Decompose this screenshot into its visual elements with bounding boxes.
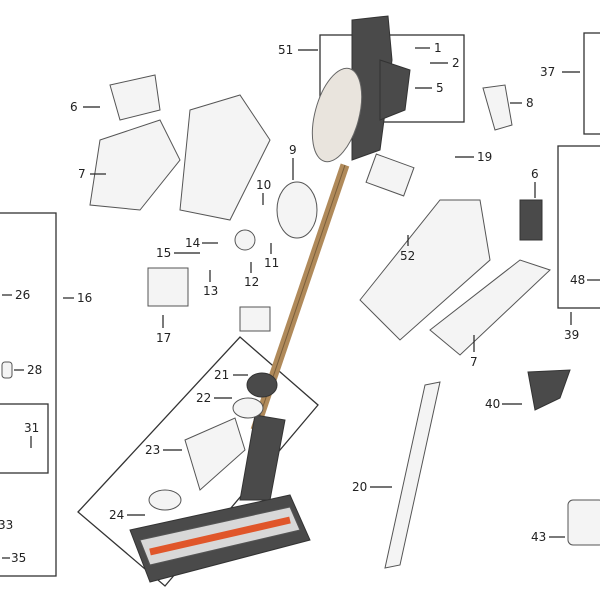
housing-lower: [429, 259, 551, 356]
callout-40: 40: [485, 397, 500, 411]
callout-52: 52: [400, 249, 415, 263]
group-box-39: [557, 145, 600, 309]
callout-51: 51: [278, 43, 293, 57]
callout-37: 37: [540, 65, 555, 79]
brush-roll: [149, 516, 291, 556]
callout-26: 26: [15, 288, 30, 302]
callout-6-left: 6: [70, 100, 78, 114]
callout-6-right: 6: [531, 167, 539, 181]
callout-48: 48: [570, 273, 585, 287]
part-22: [232, 397, 264, 419]
leader-lines: [2, 47, 600, 559]
wand-20: [384, 381, 441, 569]
crevice-tool-40: [527, 369, 571, 411]
callout-19: 19: [477, 150, 492, 164]
group-box-51: [319, 34, 465, 123]
callout-8: 8: [526, 96, 534, 110]
callout-7-left: 7: [78, 167, 86, 181]
cover-6-left: [109, 74, 161, 121]
callout-10: 10: [256, 178, 271, 192]
callout-9: 9: [289, 143, 297, 157]
grille: [239, 306, 271, 332]
callout-2: 2: [452, 56, 460, 70]
callout-13: 13: [203, 284, 218, 298]
callout-1: 1: [434, 41, 442, 55]
callout-17: 17: [156, 331, 171, 345]
part-28: [1, 361, 13, 379]
callout-23: 23: [145, 443, 160, 457]
callout-31: 31: [24, 421, 39, 435]
housing-center: [179, 94, 271, 221]
callout-28: 28: [27, 363, 42, 377]
callout-20: 20: [352, 480, 367, 494]
callout-11: 11: [264, 256, 279, 270]
group-box-31: [0, 403, 49, 474]
part-24: [148, 489, 182, 511]
callout-21: 21: [214, 368, 229, 382]
callout-12: 12: [244, 275, 259, 289]
callout-33: 33: [0, 518, 13, 532]
callout-5: 5: [436, 81, 444, 95]
callout-24: 24: [109, 508, 124, 522]
neck-joint: [239, 414, 286, 501]
part-21: [246, 372, 278, 398]
motor-9: [276, 181, 318, 239]
part-23: [184, 417, 246, 491]
housing-7-right: [359, 199, 491, 341]
callout-43: 43: [531, 530, 546, 544]
callout-16: 16: [77, 291, 92, 305]
callout-35: 35: [11, 551, 26, 565]
group-box-brush-head: [77, 336, 319, 587]
callout-39: 39: [564, 328, 579, 342]
group-box-16: [0, 212, 57, 577]
fan-12: [234, 229, 256, 251]
main-handle-unit: [311, 15, 411, 163]
charger-43: [567, 499, 600, 546]
part-8: [482, 84, 513, 131]
filter-17: [147, 267, 189, 307]
group-box-37: [583, 32, 600, 135]
housing-7-left: [89, 119, 181, 211]
callout-22: 22: [196, 391, 211, 405]
floor-head: [129, 494, 311, 583]
pcb-19: [365, 153, 415, 197]
callout-7-right: 7: [470, 355, 478, 369]
callout-14: 14: [185, 236, 200, 250]
cover-6-right: [519, 199, 543, 241]
callout-labels: 51 1 2 5 37 8 6 7 9 19 6 10 14 15 26 16 …: [0, 41, 585, 565]
callout-15: 15: [156, 246, 171, 260]
